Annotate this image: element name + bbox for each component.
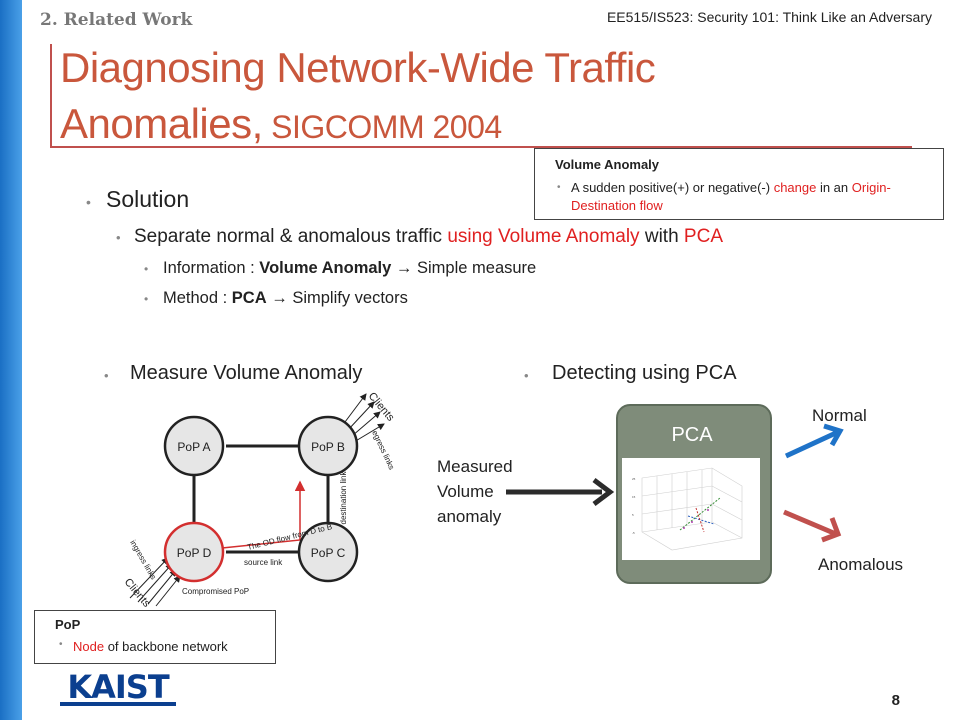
- kaist-logo-text: KAIST: [67, 668, 170, 706]
- kaist-logo: KAIST: [60, 668, 176, 706]
- node-pop-c: PoP C: [297, 521, 359, 583]
- separate-pca: PCA: [683, 226, 723, 247]
- bullet-dot: •: [524, 368, 529, 383]
- callout-heading: Volume Anomaly: [555, 157, 660, 172]
- node-pop-b: PoP B: [297, 415, 359, 477]
- title-main: Anomalies,: [60, 100, 263, 147]
- svg-text:15: 15: [632, 495, 636, 499]
- node-pop-d: PoP D: [163, 521, 225, 583]
- page-number: 8: [891, 692, 900, 709]
- bullet-measure: Measure Volume Anomaly: [130, 362, 363, 384]
- title-frame: [50, 44, 912, 148]
- bullet-separate: Separate normal & anomalous traffic usin…: [134, 226, 723, 248]
- bullet-dot: •: [144, 292, 149, 306]
- callout-definition: A sudden positive(+) or negative(-) chan…: [557, 179, 941, 215]
- svg-text:25: 25: [632, 477, 636, 481]
- pca-3d-scatter-thumbnail: 25 15 5 -5: [622, 458, 760, 560]
- course-title: EE515/IS523: Security 101: Think Like an…: [606, 9, 932, 25]
- slide-title-line1: Diagnosing Network-Wide Traffic: [60, 44, 656, 91]
- pop-node: Node: [73, 639, 105, 654]
- arrow-icon: →: [271, 289, 288, 307]
- bullet-dot: •: [116, 230, 121, 245]
- svg-text:5: 5: [632, 513, 634, 517]
- bullet-information: Information : Volume Anomaly → Simple me…: [163, 259, 536, 278]
- pop-heading: PoP: [55, 617, 81, 632]
- pop-network-diagram: PoP A PoP B PoP D PoP C Clients egress l…: [122, 390, 397, 610]
- bullet-method: Method : PCA → Simplify vectors: [163, 289, 408, 308]
- node-pop-a: PoP A: [163, 415, 225, 477]
- pop-c-label: PoP C: [311, 546, 346, 560]
- clients-top-label: Clients: [366, 390, 397, 424]
- method-simplify: Simplify vectors: [287, 289, 408, 307]
- left-accent-bar: [0, 0, 22, 720]
- measured-line2: Volume: [437, 482, 494, 501]
- pca-arrows: [506, 423, 844, 543]
- separate-using-va: using Volume Anomaly: [447, 226, 640, 247]
- source-link-label: source link: [244, 558, 283, 567]
- anomalous-label: Anomalous: [818, 555, 904, 574]
- pop-callout: PoP Node of backbone network: [34, 610, 276, 664]
- pop-definition: Node of backbone network: [59, 639, 228, 654]
- method-label: Method :: [163, 289, 232, 307]
- def-change: change: [773, 180, 817, 195]
- bullet-dot: •: [144, 262, 149, 276]
- pop-def-rest: of backbone network: [104, 639, 228, 654]
- pop-a-label: PoP A: [177, 440, 210, 454]
- measured-line3: anomaly: [437, 507, 502, 526]
- info-label: Information :: [163, 259, 260, 277]
- compromised-label: Compromised PoP: [182, 587, 249, 596]
- title-venue: SIGCOMM 2004: [262, 109, 502, 145]
- egress-label: egress links: [370, 429, 396, 471]
- bullet-detect: Detecting using PCA: [552, 362, 737, 384]
- bullet-dot: •: [104, 368, 109, 383]
- svg-text:-5: -5: [632, 531, 635, 535]
- info-simple-measure: Simple measure: [412, 259, 537, 277]
- normal-label: Normal: [812, 406, 867, 425]
- arrow-icon: →: [395, 259, 413, 277]
- def-part-b: in an: [816, 180, 852, 195]
- separate-part-a: Separate normal & anomalous traffic: [134, 226, 448, 247]
- def-od-flow: Origin-Destination flow: [571, 180, 891, 213]
- pca-label: PCA: [671, 424, 713, 446]
- pop-d-label: PoP D: [177, 546, 212, 560]
- def-part-a: A sudden positive(+) or negative(-): [571, 180, 774, 195]
- bullet-dot: •: [86, 194, 91, 210]
- method-pca: PCA: [231, 289, 267, 307]
- pop-b-label: PoP B: [311, 440, 345, 454]
- volume-anomaly-callout: Volume Anomaly A sudden positive(+) or n…: [534, 148, 944, 220]
- info-volume-anomaly: Volume Anomaly: [259, 259, 392, 277]
- clients-bottom-label: Clients: [122, 576, 153, 610]
- slide-title-line2: Anomalies, SIGCOMM 2004: [60, 100, 502, 148]
- measured-volume-anomaly-label: Measured Volume anomaly: [437, 454, 513, 529]
- measured-line1: Measured: [437, 457, 513, 476]
- separate-part-b: with: [639, 226, 684, 247]
- ingress-label: ingress links: [128, 539, 158, 582]
- section-label: 2. Related Work: [40, 10, 193, 30]
- bullet-solution: Solution: [106, 186, 190, 212]
- destination-label: destination link: [339, 471, 348, 525]
